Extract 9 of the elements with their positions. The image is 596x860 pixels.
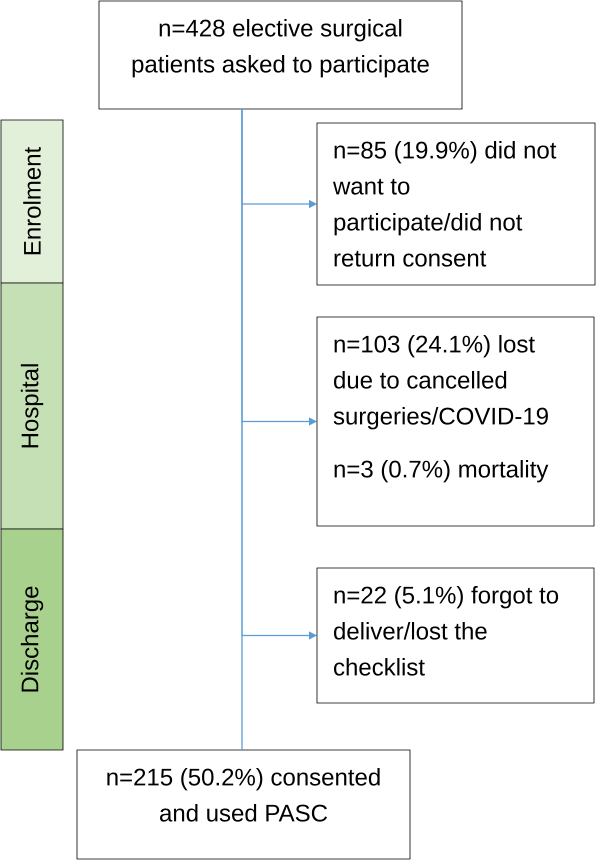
process-box: n=428 elective surgical patients asked to participate	[98, 0, 462, 110]
connector-line	[241, 109, 243, 750]
exclusion-box: n=85 (19.9%) did not want to participate/did not return consent	[316, 122, 596, 286]
stage-band: Enrolment	[0, 120, 64, 284]
stage-band: Discharge	[0, 528, 64, 750]
stage-band: Hospital	[0, 282, 64, 530]
exclusion-box: n=103 (24.1%) lost due to cancelled surgeries/COVID-19 n=3 (0.7%) mortality	[316, 316, 594, 526]
process-box: n=215 (50.2%) consented and used PASC	[76, 750, 410, 860]
exclusion-box: n=22 (5.1%) forgot to deliver/lost the checklist	[316, 568, 594, 704]
